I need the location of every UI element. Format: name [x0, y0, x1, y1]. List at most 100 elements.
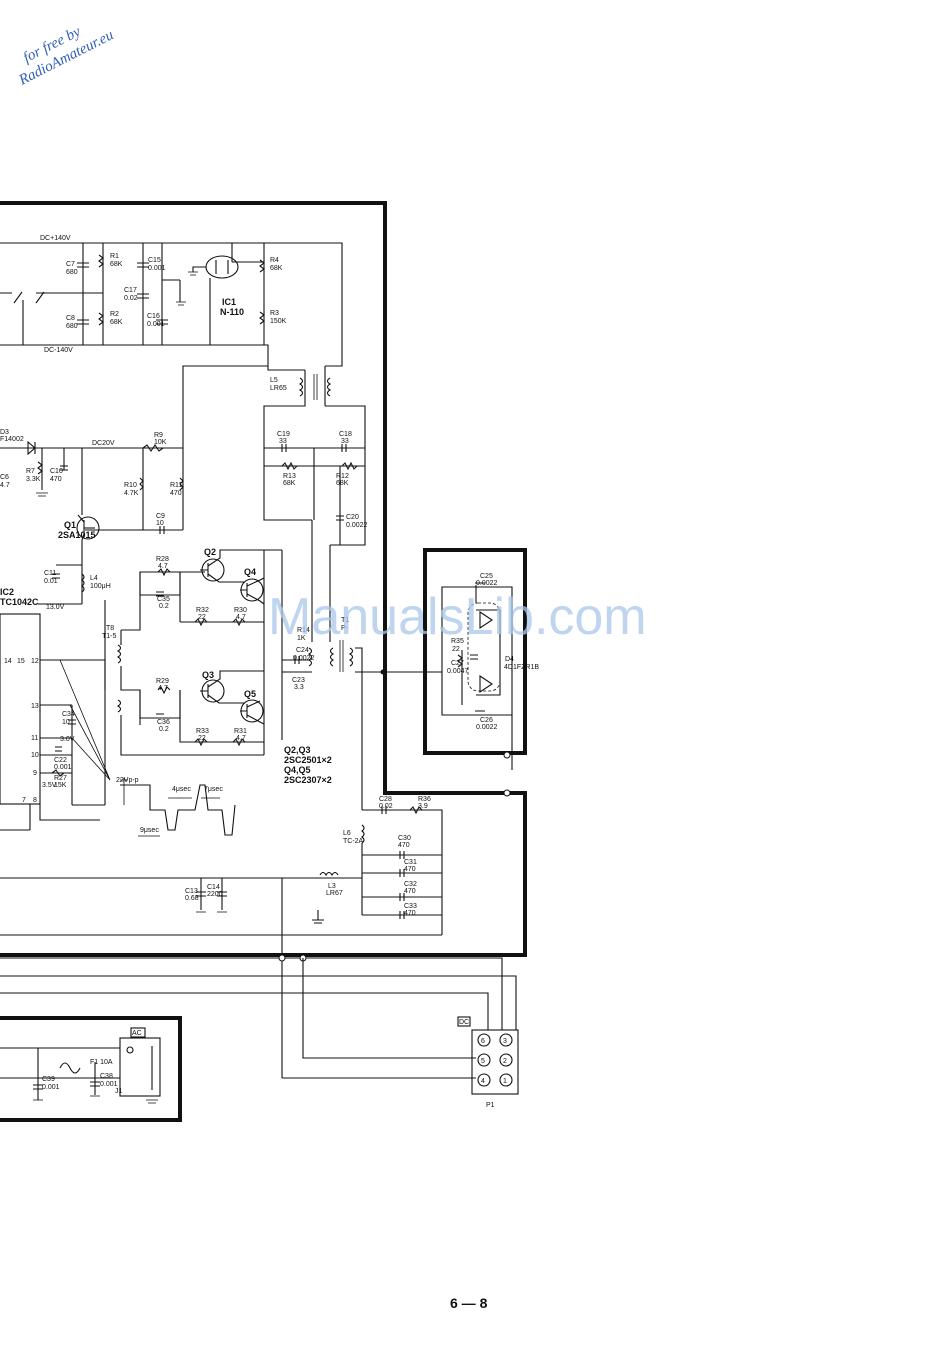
- label-t1v: P-: [341, 625, 349, 632]
- tr-note1: Q2,Q3: [284, 745, 311, 755]
- label-c13v: 0.68: [185, 895, 199, 902]
- p1-pins: [477, 1033, 513, 1087]
- tr-note2: 2SC2501×2: [284, 755, 332, 765]
- label-r10v: 4.7K: [124, 490, 139, 497]
- label-c20v: 0.0022: [346, 522, 368, 529]
- label-l3: L3: [328, 883, 336, 890]
- label-t1: T1: [341, 617, 349, 624]
- label-r10: R10: [124, 482, 137, 489]
- label-c31: C31: [404, 859, 417, 866]
- label-c9: C9: [156, 513, 165, 520]
- q1-part: 2SA1015: [58, 530, 96, 540]
- pin-11: 11: [31, 735, 38, 742]
- label-r4v: 68K: [270, 265, 283, 272]
- q1-ref: Q1: [64, 520, 76, 530]
- label-r12v: 68K: [336, 480, 349, 487]
- part-labels: C7 680 R1 68K C15 0.001 C17 0.02 C8 680 …: [0, 253, 539, 1095]
- ic2-ref: IC2: [0, 587, 14, 597]
- label-r30v: 4.7: [236, 614, 246, 621]
- label-r29v: 4.7: [158, 685, 168, 692]
- ic1-ref: IC1: [222, 297, 236, 307]
- p1-pin-6: 6: [481, 1038, 485, 1045]
- label-l4: L4: [90, 575, 98, 582]
- label-c27: C27: [451, 660, 464, 667]
- q1-transistor: [76, 516, 100, 540]
- label-c16v: 0.001: [147, 321, 165, 328]
- label-r35: R35: [451, 638, 464, 645]
- label-c27v: 0.0047: [447, 668, 469, 675]
- label-r27: R27: [54, 775, 67, 782]
- ic2-pin-labels: 12 13 14 15 11 10 9 7 8: [4, 658, 39, 804]
- p1-pin-1: 1: [503, 1078, 507, 1085]
- label-r14v: 1K: [297, 635, 306, 642]
- label-c32v: 470: [404, 888, 416, 895]
- label-c18: C18: [339, 431, 352, 438]
- label-l6v: TC-2A: [343, 838, 364, 845]
- label-r33v: 22: [198, 735, 206, 742]
- p1-pin-4: 4: [481, 1078, 485, 1085]
- label-c6v: 4.7: [0, 482, 10, 489]
- p1-pin-2: 2: [503, 1058, 507, 1065]
- label-r31: R31: [234, 728, 247, 735]
- label-l5v: LR65: [270, 385, 287, 392]
- label-r28: R28: [156, 556, 169, 563]
- label-r36: R36: [418, 796, 431, 803]
- pin-12: 12: [31, 658, 39, 665]
- label-j1: J1: [115, 1088, 123, 1095]
- label-c23v: 3.3: [294, 684, 304, 691]
- label-r13v: 68K: [283, 480, 296, 487]
- label-l5: L5: [270, 377, 278, 384]
- label-c10v: 470: [50, 476, 62, 483]
- label-c20: C20: [346, 514, 359, 521]
- label-r9: R9: [154, 432, 163, 439]
- radioamateur-watermark: for free by RadioAmateur.eu: [16, 24, 117, 89]
- label-c22v: 0.001: [54, 764, 72, 771]
- label-r28v: 4.7: [158, 563, 168, 570]
- label-l3v: LR67: [326, 890, 343, 897]
- p1-pin-5: 5: [481, 1058, 485, 1065]
- pin-9: 9: [33, 770, 37, 777]
- label-r2v: 68K: [110, 319, 123, 326]
- p1-connector: [471, 1029, 519, 1095]
- label-r36v: 3.9: [418, 803, 428, 810]
- label-r35v: 22: [452, 646, 460, 653]
- q3-ref: Q3: [202, 670, 214, 680]
- ic2-part: TC1042C: [0, 597, 39, 607]
- label-c35v: 0.2: [159, 603, 169, 610]
- label-c18v: 33: [341, 438, 349, 445]
- label-l4v: 100μH: [90, 583, 111, 590]
- label-c22: C22: [54, 757, 67, 764]
- label-c24: C24: [296, 647, 309, 654]
- q5-ref: Q5: [244, 689, 256, 699]
- ic2-body: [0, 613, 41, 805]
- label-c6: C6: [0, 474, 9, 481]
- label-r32: R32: [196, 607, 209, 614]
- ic1-neon: [205, 255, 239, 279]
- rail-3v: 3.0V: [60, 736, 75, 743]
- label-c9v: 10: [156, 520, 164, 527]
- label-c36: C36: [157, 719, 170, 726]
- label-c16: C16: [147, 313, 160, 320]
- label-r7v: 3.3K: [26, 476, 41, 483]
- ac-tag: AC: [132, 1030, 142, 1037]
- label-f1: F1 10A: [90, 1059, 113, 1066]
- manualslib-watermark: ManualsLib.com: [268, 588, 647, 646]
- pin-15: 15: [17, 658, 25, 665]
- label-c8: C8: [66, 315, 75, 322]
- label-c8v: 680: [66, 323, 78, 330]
- label-c7: C7: [66, 261, 75, 268]
- label-c7v: 680: [66, 269, 78, 276]
- rail-dc20: DC20V: [92, 440, 115, 447]
- label-r32v: 22: [198, 614, 206, 621]
- label-d3v: F14002: [0, 436, 24, 443]
- ac-board-outline: [0, 1016, 182, 1122]
- timing-4us: 4μsec: [172, 786, 191, 793]
- q4-ref: Q4: [244, 567, 256, 577]
- label-c23: C23: [292, 677, 305, 684]
- label-c30v: 470: [398, 842, 410, 849]
- label-c26v: 0.0022: [476, 724, 498, 731]
- label-c17v: 0.02: [124, 295, 138, 302]
- label-r11v: 470: [170, 490, 182, 497]
- label-c33v: 470: [404, 910, 416, 917]
